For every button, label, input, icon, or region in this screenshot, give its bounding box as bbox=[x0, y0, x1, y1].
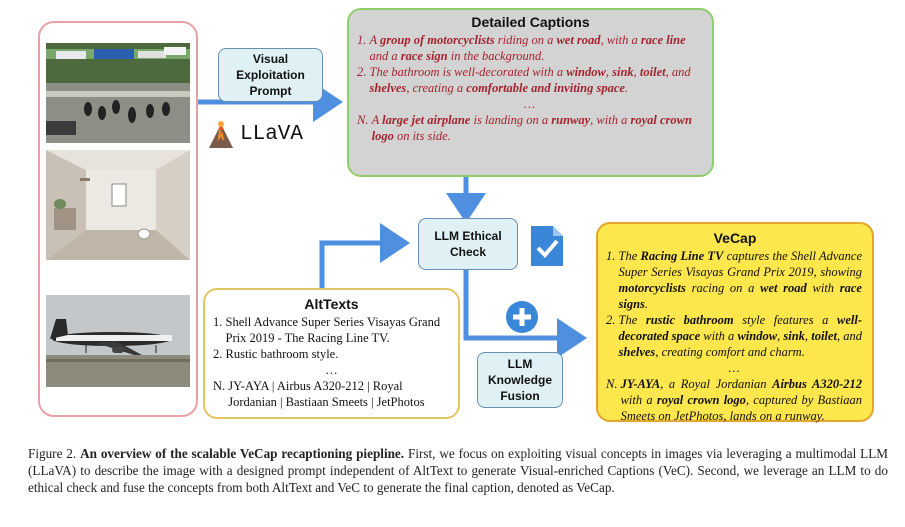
checkmark-document-icon bbox=[527, 224, 565, 268]
list-item: N. JY-AYA | Airbus A320-212 | Royal Jord… bbox=[213, 379, 425, 409]
input-images-panel bbox=[38, 21, 198, 417]
list-item: N. A large jet airplane is landing on a … bbox=[357, 113, 692, 143]
list-item: 1. Shell Advance Super Series Visayas Gr… bbox=[213, 315, 441, 345]
alttexts-box: AltTexts 1. Shell Advance Super Series V… bbox=[203, 288, 460, 419]
detailed-captions-box: Detailed Captions 1. A group of motorcyc… bbox=[347, 8, 714, 177]
vecap-box: VeCap 1. The Racing Line TV captures the… bbox=[596, 222, 874, 424]
bathroom-image bbox=[46, 150, 190, 260]
motorcycle-race-image bbox=[46, 43, 190, 143]
list-item: 1. A group of motorcyclists riding on a … bbox=[357, 33, 686, 63]
ellipsis: … bbox=[325, 363, 338, 377]
arrow-check-to-vecap bbox=[463, 268, 587, 358]
ellipsis: … bbox=[523, 97, 536, 111]
list-item: 2. The bathroom is well-decorated with a… bbox=[357, 65, 691, 95]
vecap-list: 1. The Racing Line TV captures the Shell… bbox=[606, 248, 862, 424]
llm-ethical-check-label: LLM Ethical Check bbox=[434, 229, 502, 259]
llm-ethical-check-box: LLM Ethical Check bbox=[418, 218, 518, 270]
list-item: 2. Rustic bathroom style. bbox=[213, 347, 339, 361]
llava-label: LLaVA bbox=[240, 123, 304, 146]
visual-exploitation-prompt-box: Visual Exploitation Prompt bbox=[218, 48, 323, 102]
plus-circle-icon bbox=[505, 300, 539, 334]
figure-caption-bold: An overview of the scalable VeCap recapt… bbox=[80, 446, 405, 461]
ellipsis: … bbox=[728, 361, 740, 375]
detailed-captions-list: 1. A group of motorcyclists riding on a … bbox=[357, 32, 702, 144]
list-item: 1. The Racing Line TV captures the Shell… bbox=[606, 249, 862, 311]
figure-label: Figure 2. bbox=[28, 446, 77, 461]
llm-knowledge-fusion-box: LLM Knowledge Fusion bbox=[477, 352, 563, 408]
arrow-alttext-to-check bbox=[319, 223, 410, 288]
visual-exploitation-prompt-label: Visual Exploitation Prompt bbox=[236, 52, 305, 98]
alttexts-title: AltTexts bbox=[304, 296, 359, 312]
alttexts-list: 1. Shell Advance Super Series Visayas Gr… bbox=[213, 314, 450, 410]
figure-caption-text: First, we focus on exploiting visual con… bbox=[28, 446, 889, 495]
llm-knowledge-fusion-label: LLM Knowledge Fusion bbox=[487, 357, 552, 403]
figure-caption: Figure 2. An overview of the scalable Ve… bbox=[28, 445, 888, 496]
vecap-title: VeCap bbox=[713, 230, 757, 246]
airplane-image bbox=[46, 295, 190, 387]
volcano-icon bbox=[206, 120, 236, 150]
list-item: 2. The rustic bathroom style features a … bbox=[606, 313, 863, 359]
list-item: N. JY-AYA, a Royal Jordanian Airbus A320… bbox=[606, 377, 863, 423]
detailed-captions-title: Detailed Captions bbox=[471, 14, 590, 30]
